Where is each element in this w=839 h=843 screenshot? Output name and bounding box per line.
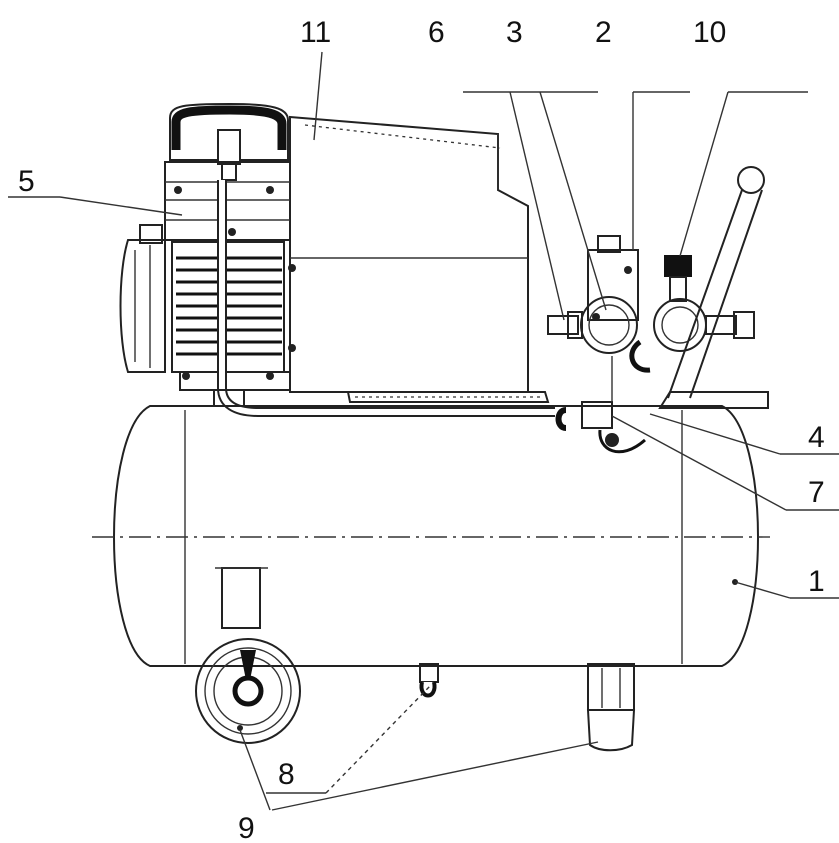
- drain-valve: [419, 663, 439, 698]
- cooling-fins: [176, 256, 282, 356]
- leader-lines: [8, 51, 839, 811]
- callout-10: 10: [693, 16, 726, 49]
- motor-pump: [119, 102, 555, 417]
- rubber-foot: [586, 663, 636, 752]
- callout-11: 11: [300, 16, 331, 49]
- callout-3: 3: [506, 16, 523, 49]
- callout-6: 6: [428, 16, 445, 49]
- pressure-switch: [587, 235, 639, 321]
- callout-9: 9: [238, 812, 255, 843]
- callout-1: 1: [808, 565, 825, 598]
- check-valve: [555, 339, 651, 454]
- callout-5: 5: [18, 165, 35, 198]
- pressure-regulator-knob: [664, 255, 692, 302]
- pressure-gauge: [547, 296, 638, 354]
- callout-8: 8: [278, 758, 295, 791]
- wheel: [195, 567, 301, 744]
- outlet-gauge: [653, 298, 755, 352]
- callout-2: 2: [595, 16, 612, 49]
- callout-labels: 11 6 3 2 10 5 4 7 1 8 9: [18, 16, 825, 843]
- callout-4: 4: [808, 421, 825, 454]
- callout-7: 7: [808, 476, 825, 509]
- air-tank: [92, 405, 770, 667]
- handle: [658, 166, 769, 409]
